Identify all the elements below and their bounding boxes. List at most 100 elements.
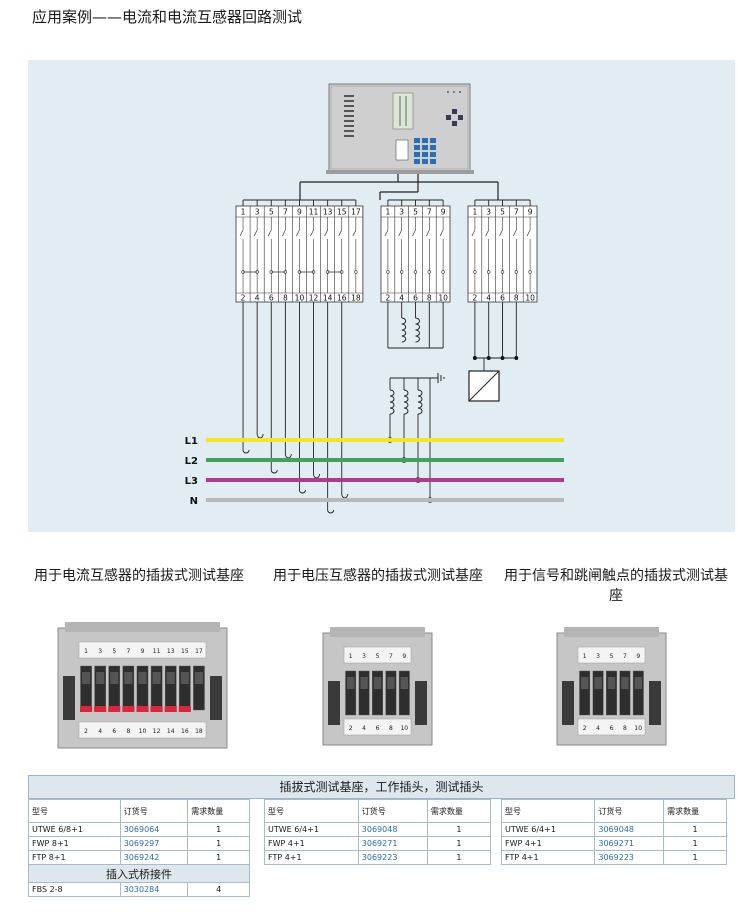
bridge-link-red bbox=[94, 706, 107, 712]
terminal-screw bbox=[607, 677, 616, 689]
terminal-number-top: 3 bbox=[486, 208, 491, 217]
terminal-slot bbox=[398, 670, 410, 716]
terminal-slot bbox=[619, 670, 631, 716]
transformer-coils bbox=[387, 302, 444, 503]
terminal-number-bottom: 2 bbox=[583, 725, 587, 732]
terminal-number-bottom: 10 bbox=[438, 294, 448, 303]
protection-relay-device bbox=[326, 83, 474, 174]
switch-blade bbox=[439, 229, 444, 237]
cell-quantity: 1 bbox=[663, 836, 727, 851]
order-number-link[interactable]: 3069064 bbox=[119, 822, 189, 837]
terminal-number-bottom: 6 bbox=[269, 294, 274, 303]
col-header-quantity: 需求数量 bbox=[426, 799, 492, 823]
phase-label-n: N bbox=[190, 496, 198, 507]
terminal-screw bbox=[82, 672, 91, 684]
switch-blade bbox=[499, 229, 503, 237]
page-title: 应用案例——电流和电流互感器回路测试 bbox=[32, 8, 303, 26]
terminal-blocks: 1234567891011121314151617181234567891012… bbox=[235, 205, 538, 303]
terminal-number-bottom: 4 bbox=[362, 725, 366, 732]
ordering-table-group-3: 型号 订货号 需求数量 UTWE 6/4+1 3069048 1 FWP 4+1… bbox=[500, 799, 727, 865]
terminal-slot bbox=[385, 670, 397, 716]
terminal-screw bbox=[152, 672, 161, 684]
cell-type: FWP 4+1 bbox=[500, 836, 596, 851]
terminal-number-top: 9 bbox=[636, 653, 640, 660]
phase-label-l1: L1 bbox=[185, 436, 198, 447]
caption-vt-test-base: 用于电压互感器的插拔式测试基座 bbox=[273, 568, 483, 584]
terminal-number-top: 3 bbox=[362, 653, 366, 660]
terminal-number-bottom: 2 bbox=[241, 294, 246, 303]
terminal-number-top: 9 bbox=[402, 653, 406, 660]
table-row: UTWE 6/4+1 3069048 1 bbox=[500, 822, 727, 837]
order-number-link[interactable]: 3069297 bbox=[119, 836, 189, 851]
cell-quantity: 1 bbox=[426, 822, 492, 837]
col-header-quantity: 需求数量 bbox=[663, 799, 727, 823]
cell-type: FWP 8+1 bbox=[28, 836, 121, 851]
terminal-number-top: 9 bbox=[141, 648, 145, 655]
ct-loop bbox=[242, 433, 264, 454]
terminal-slot bbox=[358, 670, 370, 716]
terminal-number-top: 9 bbox=[441, 208, 446, 217]
terminal-number-bottom: 6 bbox=[500, 294, 505, 303]
order-number-link[interactable]: 3069048 bbox=[357, 822, 428, 837]
terminal-number-bottom: 6 bbox=[376, 725, 380, 732]
table-row: FTP 4+1 3069223 1 bbox=[264, 850, 492, 865]
switch-blade bbox=[267, 229, 272, 237]
terminal-slot bbox=[579, 670, 591, 716]
terminal-number-top: 7 bbox=[389, 653, 393, 660]
order-number-link[interactable]: 3069242 bbox=[119, 850, 189, 865]
terminal-screw bbox=[194, 672, 203, 684]
vt-primary-coil bbox=[401, 317, 407, 343]
order-number-link[interactable]: 3030284 bbox=[119, 882, 189, 897]
terminal-screw bbox=[96, 672, 105, 684]
terminal-screw bbox=[373, 677, 382, 689]
terminal-slot bbox=[606, 670, 617, 716]
ct-loop bbox=[327, 493, 349, 514]
order-number-link[interactable]: 3069271 bbox=[357, 836, 428, 851]
terminal-number-top: 5 bbox=[500, 208, 505, 217]
terminal-number-top: 1 bbox=[349, 653, 353, 660]
bridge-link-red bbox=[150, 706, 163, 712]
terminal-number-bottom: 6 bbox=[112, 728, 116, 735]
bottom-label-strip bbox=[343, 718, 412, 736]
col-header-type: 型号 bbox=[500, 799, 596, 823]
col-header-type: 型号 bbox=[28, 799, 121, 823]
base-clip-left bbox=[328, 681, 340, 725]
col-header-order-no: 订货号 bbox=[594, 799, 665, 823]
bottom-label-strip bbox=[577, 718, 646, 736]
terminal-number-bottom: 8 bbox=[389, 725, 393, 732]
base-top-rail bbox=[65, 622, 220, 632]
terminal-number-bottom: 10 bbox=[525, 294, 535, 303]
terminal-contact bbox=[354, 270, 358, 274]
order-number-link[interactable]: 3069271 bbox=[594, 836, 665, 851]
terminal-number-bottom: 8 bbox=[283, 294, 288, 303]
bridge-link-red bbox=[80, 706, 93, 712]
terminal-number-top: 11 bbox=[309, 208, 319, 217]
terminal-number-top: 9 bbox=[528, 208, 533, 217]
base-top-rail bbox=[330, 627, 425, 637]
order-number-link[interactable]: 3069223 bbox=[357, 850, 428, 865]
table-row: FBS 2-8 3030284 4 bbox=[28, 882, 250, 897]
switch-blade bbox=[282, 229, 286, 237]
terminal-number-top: 15 bbox=[181, 648, 189, 655]
cell-type: FWP 4+1 bbox=[264, 836, 359, 851]
order-number-link[interactable]: 3069223 bbox=[594, 850, 665, 865]
vt-primary-coil bbox=[415, 317, 420, 343]
terminal-number-bottom: 2 bbox=[386, 294, 391, 303]
order-number-link[interactable]: 3069048 bbox=[594, 822, 665, 837]
terminal-number-top: 15 bbox=[337, 208, 347, 217]
terminal-number-top: 13 bbox=[323, 208, 333, 217]
terminal-number-top: 3 bbox=[255, 208, 260, 217]
top-label-strip bbox=[78, 641, 207, 659]
terminal-number-top: 7 bbox=[623, 653, 627, 660]
table-row: FTP 4+1 3069223 1 bbox=[500, 850, 727, 865]
terminal-screw bbox=[138, 672, 147, 684]
table-row: FTP 8+1 3069242 1 bbox=[28, 850, 250, 865]
table-row: FWP 4+1 3069271 1 bbox=[264, 836, 492, 851]
cell-type: FBS 2-8 bbox=[28, 882, 121, 897]
terminal-number-top: 7 bbox=[514, 208, 519, 217]
terminal-number-top: 5 bbox=[112, 648, 116, 655]
col-header-order-no: 订货号 bbox=[119, 799, 189, 823]
